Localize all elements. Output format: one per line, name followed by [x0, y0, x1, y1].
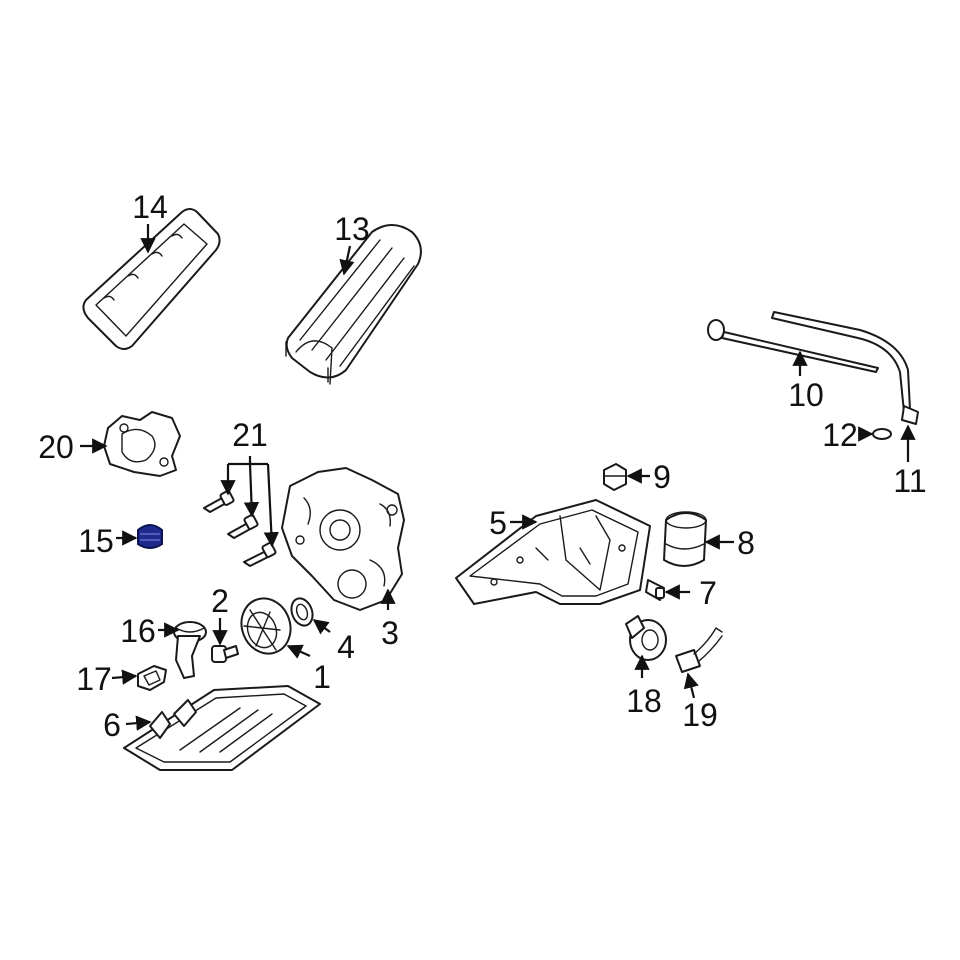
part-15-plug[interactable]	[137, 524, 163, 549]
part-5-oil-pan[interactable]	[455, 499, 651, 605]
callout-10[interactable]: 10	[788, 377, 824, 413]
part-20-adapter[interactable]	[103, 411, 181, 477]
callout-8[interactable]: 8	[737, 525, 755, 561]
part-14-valve-cover-gasket[interactable]	[82, 208, 221, 350]
part-8-oil-filter[interactable]	[663, 511, 707, 567]
callout-6[interactable]: 6	[103, 707, 121, 743]
part-13-valve-cover[interactable]	[285, 224, 422, 385]
callout-12[interactable]: 12	[822, 417, 858, 453]
callout-20[interactable]: 20	[38, 429, 74, 465]
callout-7[interactable]: 7	[699, 575, 717, 611]
callout-16[interactable]: 16	[120, 613, 156, 649]
callout-9[interactable]: 9	[653, 459, 671, 495]
part-16-oil-pickup[interactable]	[173, 621, 207, 679]
callout-1[interactable]: 1	[313, 659, 331, 695]
part-4-seal[interactable]	[288, 595, 316, 628]
part-12-o-ring[interactable]	[872, 428, 892, 440]
part-21-bolts[interactable]	[203, 490, 277, 567]
callout-numbers: 1 2 3 4 5 6 7 8 9 10 11 12 13 14 15 16 1…	[38, 189, 926, 743]
callout-14[interactable]: 14	[132, 189, 168, 225]
part-11-dipstick-tube[interactable]	[771, 311, 919, 425]
part-7-sensor[interactable]	[645, 579, 665, 601]
callout-4[interactable]: 4	[337, 629, 355, 665]
callout-13[interactable]: 13	[334, 211, 370, 247]
part-6-oil-pan-tray[interactable]	[123, 685, 321, 771]
part-3-timing-cover[interactable]	[281, 467, 405, 611]
callout-19[interactable]: 19	[682, 697, 718, 733]
part-17-gasket[interactable]	[137, 665, 167, 691]
callout-11[interactable]: 11	[893, 463, 926, 499]
part-9-drain-plug[interactable]	[603, 463, 627, 491]
callout-17[interactable]: 17	[76, 661, 112, 697]
callout-15[interactable]: 15	[78, 523, 114, 559]
leader-lines	[80, 224, 916, 731]
part-18-filter-adapter[interactable]	[625, 615, 667, 661]
callout-2[interactable]: 2	[211, 583, 229, 619]
part-2-bolt[interactable]	[211, 645, 239, 663]
callout-18[interactable]: 18	[626, 683, 662, 719]
part-1-pulley[interactable]	[234, 591, 298, 660]
callout-21[interactable]: 21	[232, 417, 268, 453]
callout-5[interactable]: 5	[489, 505, 507, 541]
part-19-sensor-pigtail[interactable]	[675, 627, 723, 673]
callout-3[interactable]: 3	[381, 615, 399, 651]
